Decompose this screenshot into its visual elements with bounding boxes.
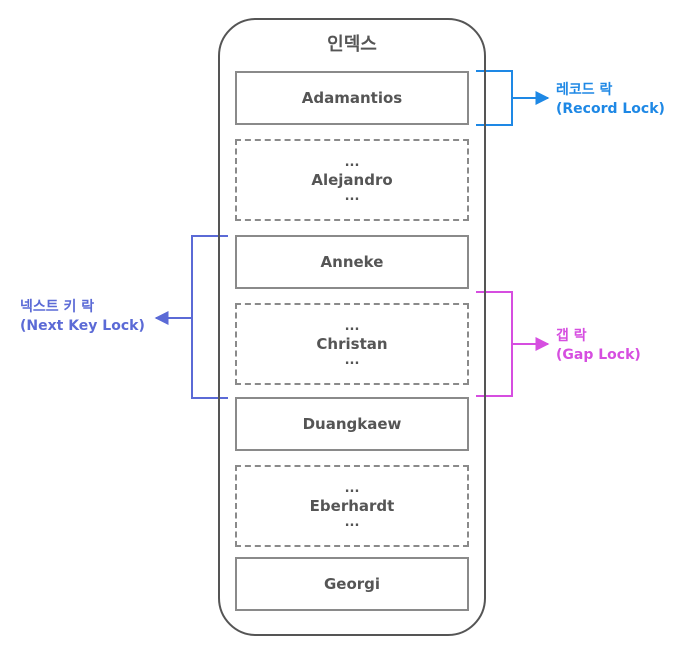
index-title: 인덱스 [327, 34, 377, 55]
record-name: Eberhardt [309, 497, 395, 515]
gap-alejandro: ... Alejandro ... [235, 139, 469, 221]
gap-christan: ... Christan ... [235, 303, 469, 385]
record-name: Georgi [323, 575, 381, 593]
record-lock-subtitle: (Record Lock) [556, 101, 665, 117]
gap-lock-subtitle: (Gap Lock) [556, 347, 641, 363]
record-name: Anneke [320, 253, 384, 271]
ellipsis-top: ... [344, 319, 360, 334]
index-record-duangkaew: Duangkaew [235, 397, 469, 451]
next-key-lock-label: 넥스트 키 락 (Next Key Lock) [20, 298, 145, 336]
next-key-lock-title: 넥스트 키 락 [20, 299, 95, 315]
index-record-georgi: Georgi [235, 557, 469, 611]
index-container [218, 18, 486, 636]
gap-lock-title: 갭 락 [556, 328, 587, 344]
index-record-adamantios: Adamantios [235, 71, 469, 125]
ellipsis-bottom: ... [344, 353, 360, 368]
gap-eberhardt: ... Eberhardt ... [235, 465, 469, 547]
ellipsis-bottom: ... [344, 189, 360, 204]
ellipsis-top: ... [344, 155, 360, 170]
index-record-anneke: Anneke [235, 235, 469, 289]
record-lock-label: 레코드 락 (Record Lock) [556, 81, 665, 119]
record-name: Christan [316, 335, 388, 353]
ellipsis-bottom: ... [344, 515, 360, 530]
record-name: Alejandro [311, 171, 393, 189]
record-name: Duangkaew [302, 415, 402, 433]
gap-lock-label: 갭 락 (Gap Lock) [556, 327, 641, 365]
ellipsis-top: ... [344, 481, 360, 496]
record-name: Adamantios [301, 89, 403, 107]
record-lock-title: 레코드 락 [556, 82, 613, 98]
next-key-lock-subtitle: (Next Key Lock) [20, 318, 145, 334]
